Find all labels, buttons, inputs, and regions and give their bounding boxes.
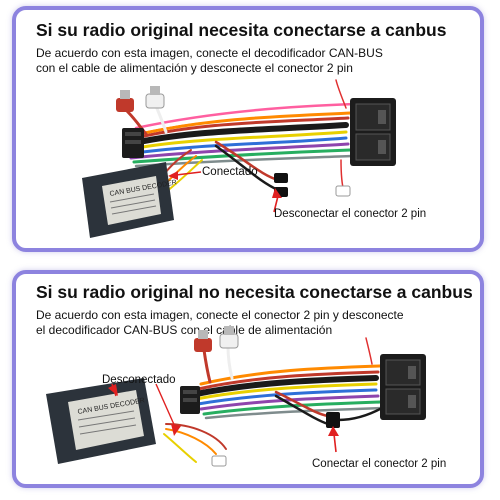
- rca-plug-white: [145, 86, 165, 109]
- callout-label-connect: Conectar el conector 2 pin: [312, 458, 447, 470]
- panel-needs-canbus: Si su radio original necesita conectarse…: [12, 6, 484, 252]
- wire-bundle: [123, 79, 358, 193]
- two-pin-connector: [326, 412, 340, 428]
- description-line: el decodificador CAN-BUS con el cable de…: [36, 323, 333, 337]
- rca-plug-red: [194, 330, 212, 352]
- canbus-decoder: CAN BUS DECODER: [46, 378, 156, 464]
- panel-no-canbus: Si su radio original no necesita conecta…: [12, 270, 484, 488]
- description-line: con el cable de alimentación y desconect…: [36, 61, 353, 75]
- canbus-decoder: CAN BUS DECODER: [82, 162, 177, 238]
- white-terminal: [211, 455, 227, 467]
- description-line: De acuerdo con esta imagen, conecte el d…: [36, 46, 383, 60]
- small-connector-left: [180, 386, 200, 414]
- panel-title: Si su radio original no necesita conecta…: [36, 282, 473, 302]
- callout-arrow-disconnect: [272, 188, 282, 213]
- callout-label-disconnect: Desconectar el conector 2 pin: [274, 208, 427, 220]
- iso-connector-right: [350, 98, 396, 166]
- panel-title: Si su radio original necesita conectarse…: [36, 20, 447, 40]
- callout-label-connected: Conectado: [202, 166, 258, 178]
- panel-description: De acuerdo con esta imagen, conecte el c…: [36, 308, 404, 338]
- small-connector-left: [122, 128, 144, 158]
- callout-label-disconnected: Desconectado: [102, 374, 176, 386]
- panel-description: De acuerdo con esta imagen, conecte el d…: [36, 46, 383, 76]
- white-terminal: [335, 185, 351, 197]
- callout-arrow-connect: [328, 426, 339, 453]
- wiring-harness-illustration: CAN BUS DECODER: [82, 79, 396, 238]
- description-line: De acuerdo con esta imagen, conecte el c…: [36, 308, 404, 322]
- rca-plug-red: [116, 90, 134, 112]
- callout-arrow-connected: [168, 171, 202, 180]
- iso-connector-right: [380, 354, 426, 420]
- wiring-harness-illustration: CAN BUS DECODER: [46, 326, 426, 467]
- rca-plug-white: [219, 326, 239, 349]
- callout-arrow-disconnected: [108, 383, 181, 436]
- wire-bundle: [163, 337, 384, 463]
